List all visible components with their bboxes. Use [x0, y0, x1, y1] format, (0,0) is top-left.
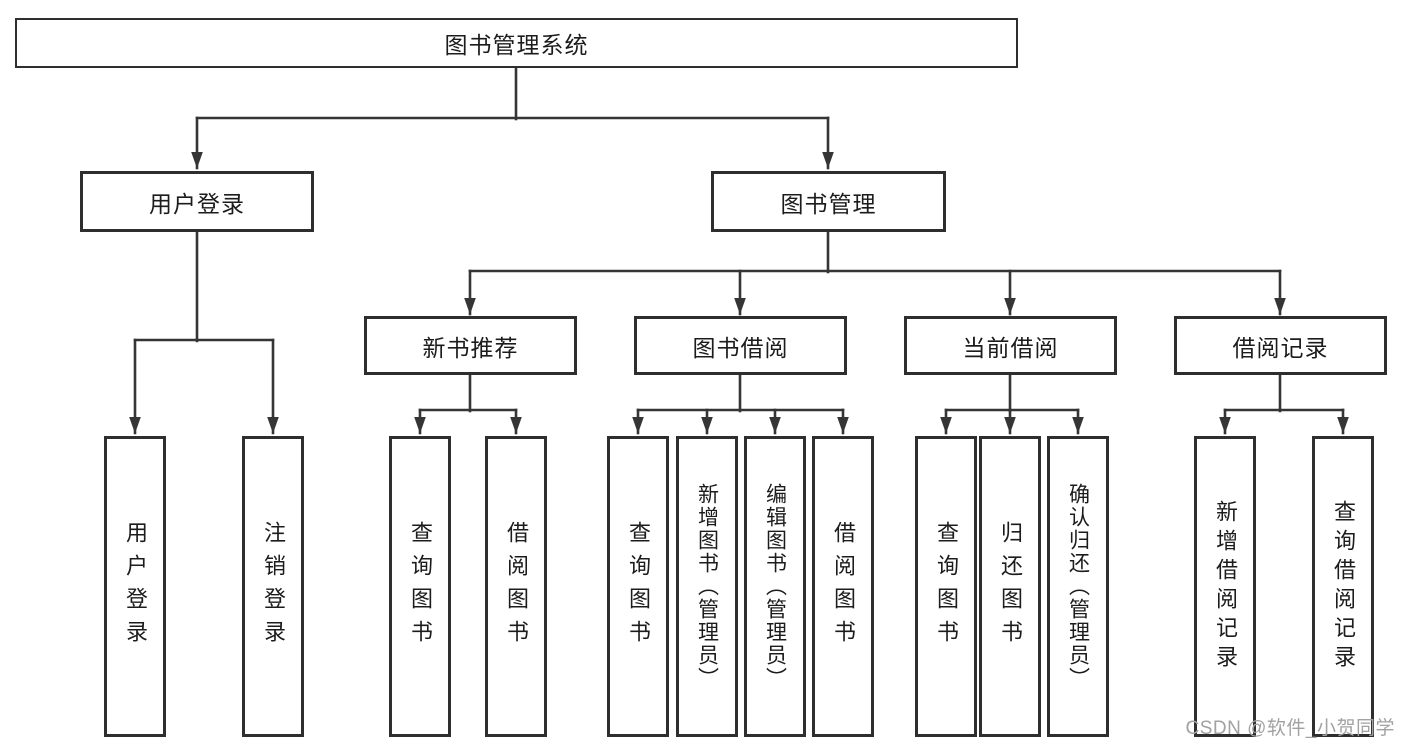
leaf-confirm-return-admin: 确认归还（管理员）	[1047, 436, 1109, 737]
leaf-query-books-borrow-label: 查询图书	[626, 520, 651, 653]
leaf-query-books-current-label: 查询图书	[934, 520, 959, 653]
leaf-return-books: 归还图书	[979, 436, 1041, 737]
leaf-logout-label: 注销登录	[261, 520, 286, 653]
leaf-borrow-books-recommend-label: 借阅图书	[504, 520, 529, 653]
leaf-add-books-admin-label: 新增图书（管理员）	[695, 483, 719, 690]
leaf-query-books-recommend: 查询图书	[389, 436, 451, 737]
node-library-system: 图书管理系统	[15, 18, 1018, 68]
leaf-return-books-label: 归还图书	[998, 520, 1023, 653]
node-current-borrow: 当前借阅	[904, 316, 1117, 375]
node-user-login: 用户登录	[80, 171, 314, 232]
leaf-confirm-return-admin-label: 确认归还（管理员）	[1066, 483, 1090, 690]
leaf-user-login-label: 用户登录	[123, 520, 148, 653]
leaf-add-borrow-record: 新增借阅记录	[1194, 436, 1256, 737]
leaf-edit-books-admin: 编辑图书（管理员）	[744, 436, 806, 737]
leaf-logout: 注销登录	[242, 436, 304, 737]
leaf-query-borrow-record-label: 查询借阅记录	[1331, 499, 1356, 674]
leaf-borrow-books-label: 借阅图书	[831, 520, 856, 653]
leaf-query-borrow-record: 查询借阅记录	[1312, 436, 1374, 737]
leaf-borrow-books: 借阅图书	[812, 436, 874, 737]
leaf-add-borrow-record-label: 新增借阅记录	[1213, 499, 1238, 674]
node-borrow-records: 借阅记录	[1174, 316, 1387, 375]
node-book-borrow: 图书借阅	[634, 316, 847, 375]
leaf-query-books-recommend-label: 查询图书	[408, 520, 433, 653]
leaf-user-login: 用户登录	[104, 436, 166, 737]
node-new-book-recommend: 新书推荐	[364, 316, 577, 375]
node-book-management: 图书管理	[711, 171, 946, 232]
leaf-query-books-current: 查询图书	[915, 436, 977, 737]
leaf-query-books-borrow: 查询图书	[607, 436, 669, 737]
leaf-borrow-books-recommend: 借阅图书	[485, 436, 547, 737]
leaf-edit-books-admin-label: 编辑图书（管理员）	[763, 483, 787, 690]
leaf-add-books-admin: 新增图书（管理员）	[676, 436, 738, 737]
